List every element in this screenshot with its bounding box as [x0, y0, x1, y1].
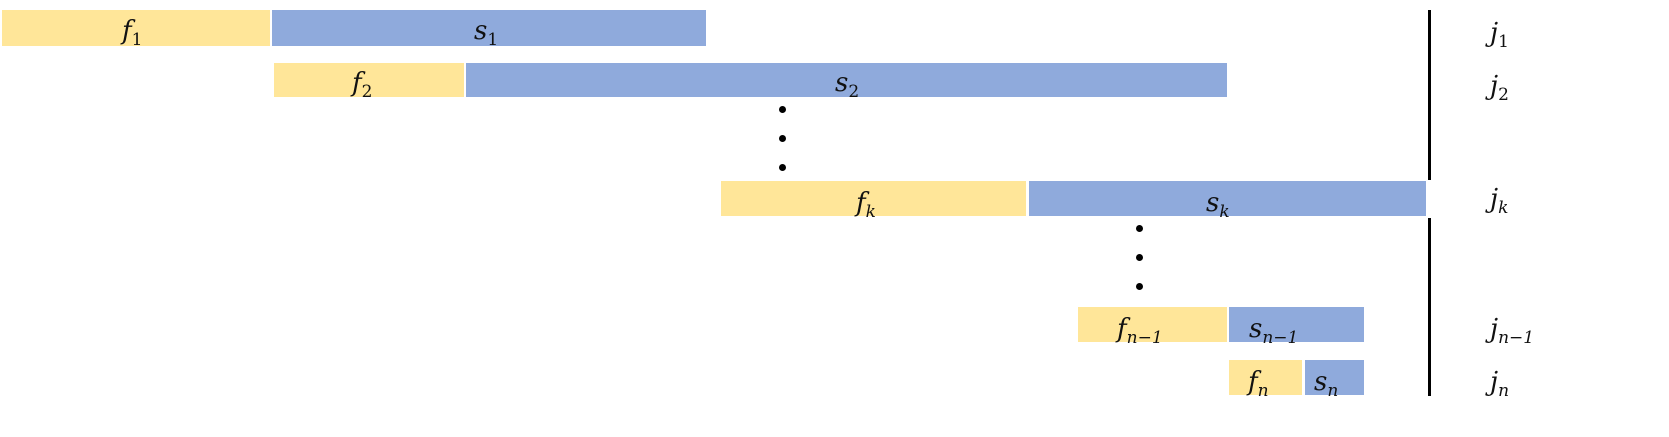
sn-1-label: sn−1: [1249, 314, 1299, 348]
ellipsis-dot: [1136, 283, 1143, 290]
job-label-n: jn: [1490, 367, 1510, 401]
sn-label: sn: [1314, 367, 1339, 401]
job-label-2: j2: [1490, 71, 1509, 105]
fn-label: fn: [1248, 367, 1269, 401]
sn-1-bar: [1229, 307, 1364, 342]
s1-bar: [272, 10, 706, 46]
sn-bar: [1305, 360, 1364, 395]
s2-bar: [466, 63, 1227, 97]
f1-bar: [2, 10, 270, 46]
fn-bar: [1229, 360, 1302, 395]
f2-label: f2: [352, 68, 373, 102]
ellipsis-dot: [779, 135, 786, 142]
s1-label: s1: [474, 16, 499, 50]
fn-1-bar: [1078, 307, 1227, 342]
job-label-n-1: jn−1: [1490, 314, 1535, 348]
ellipsis-dot: [779, 164, 786, 171]
job-label-1: j1: [1490, 18, 1509, 52]
s2-label: s2: [835, 68, 860, 102]
fn-1-label: fn−1: [1117, 314, 1163, 348]
job-label-k: jk: [1490, 184, 1509, 218]
ellipsis-dot: [779, 106, 786, 113]
sk-label: sk: [1206, 188, 1230, 222]
deadline-line-lower: [1428, 218, 1431, 396]
f1-label: f1: [122, 16, 143, 50]
fk-label: fk: [856, 188, 876, 222]
sk-bar: [1029, 181, 1426, 216]
ellipsis-dot: [1136, 225, 1143, 232]
deadline-line-upper: [1428, 10, 1431, 180]
f2-bar: [274, 63, 464, 97]
fk-bar: [721, 181, 1026, 216]
ellipsis-dot: [1136, 254, 1143, 261]
